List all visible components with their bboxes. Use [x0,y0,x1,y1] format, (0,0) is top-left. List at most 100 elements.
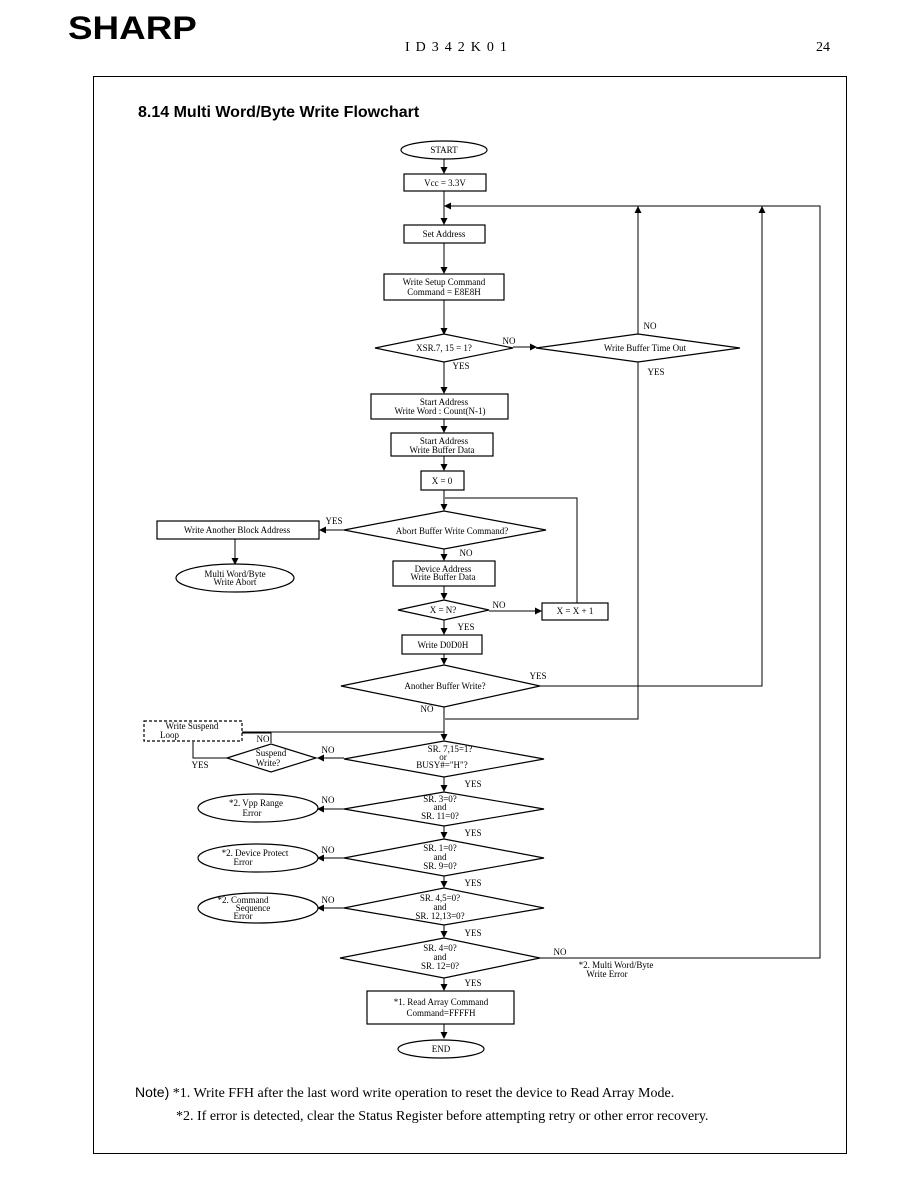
start-terminal [400,140,488,160]
content-frame [93,76,847,1154]
xsr-label: XSR.7, 15 = 1? [416,343,472,353]
suspend-yes: YES [191,760,208,770]
sr3-decision [343,791,545,827]
device-address-label-1: Device Address [415,564,472,574]
vcc-label: Vcc = 3.3V [424,178,466,188]
x-equals-n-no: NO [493,600,506,610]
command-sequence-label-1: *2. Command [218,895,269,905]
command-sequence-terminal [197,892,319,924]
abort-decision [343,510,547,550]
command-sequence-label-2: Sequence [236,903,270,913]
sr-ready-decision [343,740,545,778]
start-address-label-2a: Start Address [420,436,469,446]
sr-ready-yes: YES [464,779,481,789]
abort-no: NO [460,548,473,558]
sr-ready-label-2: or [439,752,447,762]
start-address-label-2b: Write Buffer Data [410,445,475,455]
sr1-no: NO [322,845,335,855]
sr-ready-label-3: BUSY#="H"? [416,760,467,770]
set-address-box [403,224,486,244]
device-address-box [392,560,496,587]
sr1-label-1: SR. 1=0? [423,843,457,853]
sr45-label-1: SR. 4,5=0? [420,893,460,903]
start-address-count-box [370,393,509,420]
x-increment-box [541,602,609,621]
sr1-yes: YES [464,878,481,888]
timeout-decision [535,333,741,363]
sr3-label-3: SR. 11=0? [421,811,459,821]
suspend-loop-label-2: Loop [160,730,179,740]
end-terminal [397,1039,485,1059]
vcc-box [403,173,487,192]
abort-end-label-1: Multi Word/Byte [204,569,265,579]
set-address-label: Set Address [423,229,466,239]
multiword-error-label-1: *2. Multi Word/Byte [579,960,654,970]
note-1: Note) *1. Write FFH after the last word … [135,1084,674,1102]
sr3-yes: YES [464,828,481,838]
sr4-label-1: SR. 4=0? [423,943,457,953]
timeout-yes: YES [647,367,664,377]
another-buffer-yes: YES [529,671,546,681]
sr3-label-1: SR. 3=0? [423,794,457,804]
device-protect-terminal [197,843,319,873]
end-label: END [432,1044,451,1054]
sr45-decision [343,887,545,926]
sr45-yes: YES [464,928,481,938]
write-d0-box [401,634,483,655]
suspend-no: NO [257,734,270,744]
read-array-label-2: Command=FFFFH [406,1008,476,1018]
another-buffer-label: Another Buffer Write? [404,681,485,691]
sr4-no: NO [554,947,567,957]
sr-ready-label-1: SR. 7,15=1? [428,744,473,754]
start-address-label-1b: Write Word : Count(N-1) [395,406,486,416]
document-id: ID342K01 [405,40,513,55]
xsr-decision [374,333,514,363]
page-number: 24 [816,40,830,55]
section-title: 8.14 Multi Word/Byte Write Flowchart [138,104,420,121]
another-block-label: Write Another Block Address [184,525,291,535]
sharp-logo: SHARP [68,10,197,46]
another-block-box [156,520,320,540]
note-1-text: *1. Write FFH after the last word write … [172,1086,675,1101]
vpp-error-label-2: Error [243,808,262,818]
x-increment-label: X = X + 1 [557,606,594,616]
device-address-label-2: Write Buffer Data [411,572,476,582]
suspend-label-1: Suspend [256,748,287,758]
abort-label: Abort Buffer Write Command? [396,526,509,536]
suspend-loop-box [143,720,243,742]
read-array-box [366,990,515,1025]
x-init-box [420,470,465,491]
suspend-decision [225,743,319,773]
sr4-label-2: and [434,952,447,962]
another-buffer-decision [340,664,541,708]
timeout-no: NO [644,321,657,331]
write-setup-label-1: Write Setup Command [403,277,486,287]
device-protect-label-1: *2. Device Protect [222,848,289,858]
command-sequence-label-3: Error [234,911,253,921]
device-protect-label-2: Error [234,857,253,867]
sr1-decision [343,838,545,877]
sr-ready-no: NO [322,745,335,755]
sr4-label-3: SR. 12=0? [421,961,459,971]
read-array-label-1: *1. Read Array Command [394,997,489,1007]
xsr-no: NO [503,336,516,346]
sr1-label-3: SR. 9=0? [423,861,457,871]
sr4-decision [339,937,541,979]
write-d0-label: Write D0D0H [418,640,469,650]
suspend-label-2: Write? [256,758,280,768]
sr1-label-2: and [434,852,447,862]
note-2: *2. If error is detected, clear the Stat… [176,1109,709,1124]
x-init-label: X = 0 [432,476,453,486]
write-setup-label-2: Command = E8E8H [407,287,481,297]
x-equals-n-label: X = N? [430,605,457,615]
note-label: Note) [135,1084,170,1100]
start-address-label-1a: Start Address [420,397,469,407]
sr45-label-3: SR. 12,13=0? [415,911,464,921]
sr45-no: NO [322,895,335,905]
abort-end-label-2: Write Abort [214,577,257,587]
sr45-label-2: and [434,902,447,912]
write-setup-box [383,273,505,301]
timeout-label: Write Buffer Time Out [604,343,687,353]
suspend-loop-label-1: Write Suspend [166,721,219,731]
